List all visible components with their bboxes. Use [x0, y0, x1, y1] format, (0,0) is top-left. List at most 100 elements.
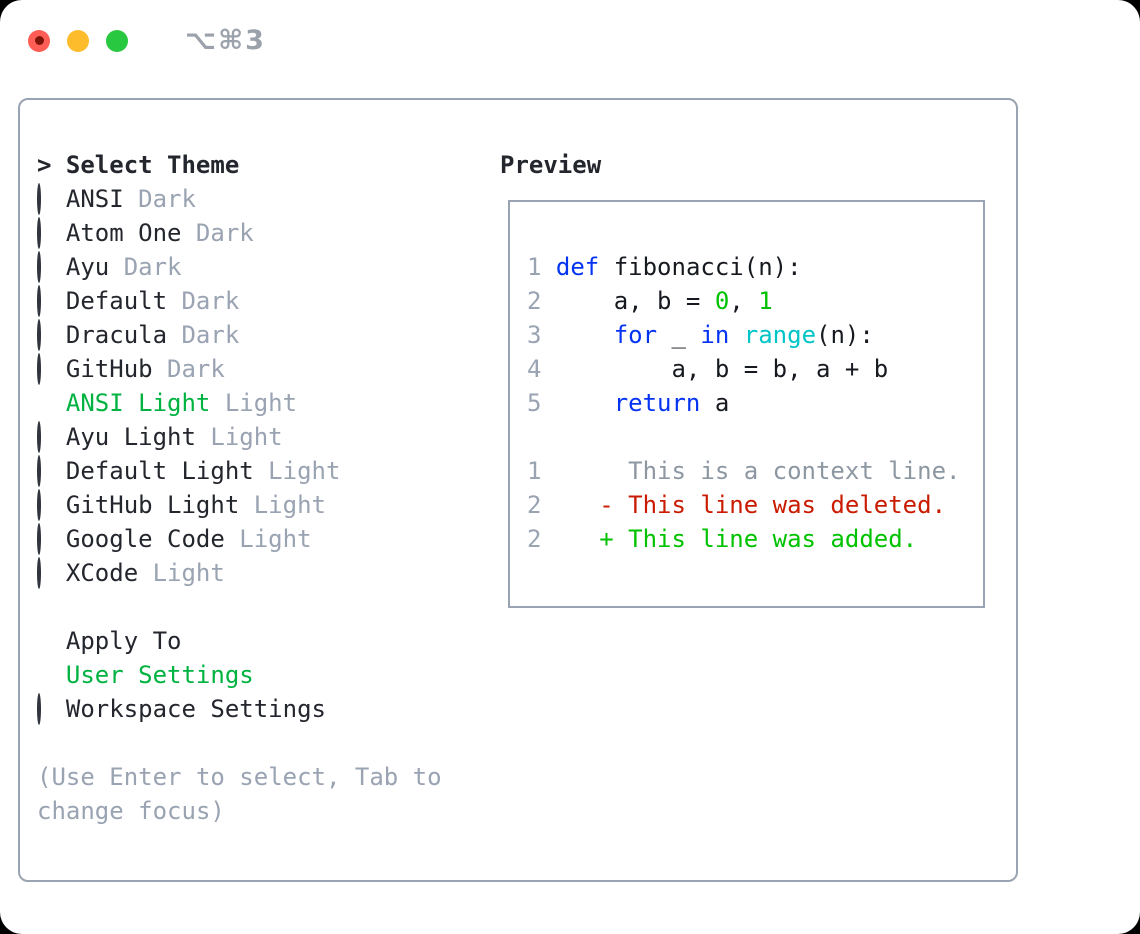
radio-cell	[37, 352, 66, 386]
theme-option-label: Default	[65, 287, 168, 315]
code-token: (n):	[816, 321, 874, 349]
diff-text: This is a context line.	[555, 457, 961, 485]
theme-option-label: Dracula	[65, 321, 168, 349]
code-token: in	[700, 321, 730, 349]
apply-to-header: Apply To	[37, 624, 442, 658]
theme-variant-badge: Dark	[181, 321, 240, 349]
theme-variant-badge: Light	[152, 559, 225, 587]
code-token: a, b = b, a + b	[555, 355, 889, 383]
line-number: 1	[527, 253, 542, 281]
radio-icon	[37, 557, 41, 589]
apply-to-title: Apply To	[65, 627, 182, 655]
code-token: for	[613, 321, 658, 349]
theme-option-ayu[interactable]: Ayu Dark	[37, 250, 442, 284]
diff-preview: 1 This is a context line.2 - This line w…	[527, 454, 983, 556]
minimize-button[interactable]	[67, 29, 89, 52]
close-button-dot	[34, 36, 44, 45]
diff-text: - This line was deleted.	[555, 491, 947, 519]
theme-option-label: GitHub	[65, 355, 153, 383]
code-token: ,	[729, 287, 759, 315]
theme-variant-badge: Dark	[195, 219, 254, 247]
theme-option-label: Ayu Light	[65, 423, 196, 451]
code-token	[729, 321, 743, 349]
theme-option-label: ANSI	[65, 185, 124, 213]
radio-cell	[37, 216, 66, 250]
code-line: 5 return a	[527, 386, 983, 420]
apply-option-user-settings[interactable]: User Settings	[37, 658, 442, 692]
code-token: _	[657, 321, 701, 349]
theme-option-github-light[interactable]: GitHub Light Light	[37, 488, 442, 522]
radio-cell	[37, 692, 66, 726]
window-shortcut-label: ⌥⌘3	[185, 25, 266, 56]
code-line: 4 a, b = b, a + b	[527, 352, 983, 386]
radio-icon	[37, 455, 41, 487]
theme-option-label: ANSI Light	[65, 389, 211, 417]
theme-option-google-code[interactable]: Google Code Light	[37, 522, 442, 556]
radio-icon	[37, 217, 41, 249]
radio-icon	[37, 489, 41, 521]
diff-line-context: 1 This is a context line.	[527, 454, 983, 488]
theme-option-label: Ayu	[65, 253, 110, 281]
preview-title: Preview	[500, 151, 602, 179]
code-token	[556, 389, 614, 417]
hint-text-line1: (Use Enter to select, Tab to	[37, 763, 442, 791]
diff-text: + This line was added.	[555, 525, 918, 553]
spacer	[37, 726, 442, 760]
theme-variant-badge: Dark	[167, 355, 225, 383]
radio-icon	[37, 421, 41, 453]
line-number: 4	[527, 355, 542, 383]
apply-option-label: User Settings	[65, 661, 254, 689]
theme-option-ayu-light[interactable]: Ayu Light Light	[37, 420, 442, 454]
theme-variant-badge: Light	[253, 491, 326, 519]
radio-icon	[37, 319, 41, 351]
radio-cell	[37, 556, 66, 590]
apply-option-workspace-settings[interactable]: Workspace Settings	[37, 692, 442, 726]
code-line: 3 for _ in range(n):	[527, 318, 983, 352]
code-token: a, b =	[555, 287, 715, 315]
theme-option-label: Google Code	[65, 525, 225, 553]
diff-line-added: 2 + This line was added.	[527, 522, 983, 556]
code-token: range	[743, 321, 817, 349]
select-theme-title: Select Theme	[65, 151, 240, 179]
radio-icon	[37, 183, 41, 215]
zoom-button[interactable]	[106, 29, 128, 52]
diff-line-deleted: 2 - This line was deleted.	[527, 488, 983, 522]
theme-option-ansi-light[interactable]: ANSI Light Light	[37, 386, 442, 420]
line-number: 3	[527, 321, 542, 349]
theme-option-atom-one[interactable]: Atom One Dark	[37, 216, 442, 250]
line-number: 1	[527, 457, 542, 485]
radio-cell	[37, 318, 66, 352]
theme-option-label: Default Light	[65, 457, 254, 485]
theme-option-label: GitHub Light	[65, 491, 240, 519]
close-button[interactable]	[28, 29, 50, 52]
code-token: return	[613, 389, 701, 417]
theme-option-xcode[interactable]: XCode Light	[37, 556, 442, 590]
radio-cell	[37, 182, 66, 216]
theme-variant-badge: Light	[239, 525, 312, 553]
theme-variant-badge: Dark	[123, 253, 182, 281]
theme-variant-badge: Light	[210, 423, 283, 451]
theme-option-dracula[interactable]: Dracula Dark	[37, 318, 442, 352]
line-number: 2	[527, 491, 542, 519]
radio-cell	[37, 488, 66, 522]
theme-variant-badge: Light	[224, 389, 298, 417]
radio-cell	[37, 522, 66, 556]
spacer	[527, 420, 983, 454]
code-token: fibonacci(n):	[599, 253, 802, 281]
theme-option-label: Atom One	[65, 219, 182, 247]
line-number: 2	[527, 287, 542, 315]
theme-option-label: XCode	[65, 559, 139, 587]
radio-cell	[37, 454, 66, 488]
theme-option-github[interactable]: GitHub Dark	[37, 352, 442, 386]
radio-cell	[37, 284, 66, 318]
radio-cell	[37, 250, 66, 284]
select-theme-header: >Select Theme	[37, 148, 442, 182]
window-titlebar: ⌥⌘3	[28, 25, 266, 56]
